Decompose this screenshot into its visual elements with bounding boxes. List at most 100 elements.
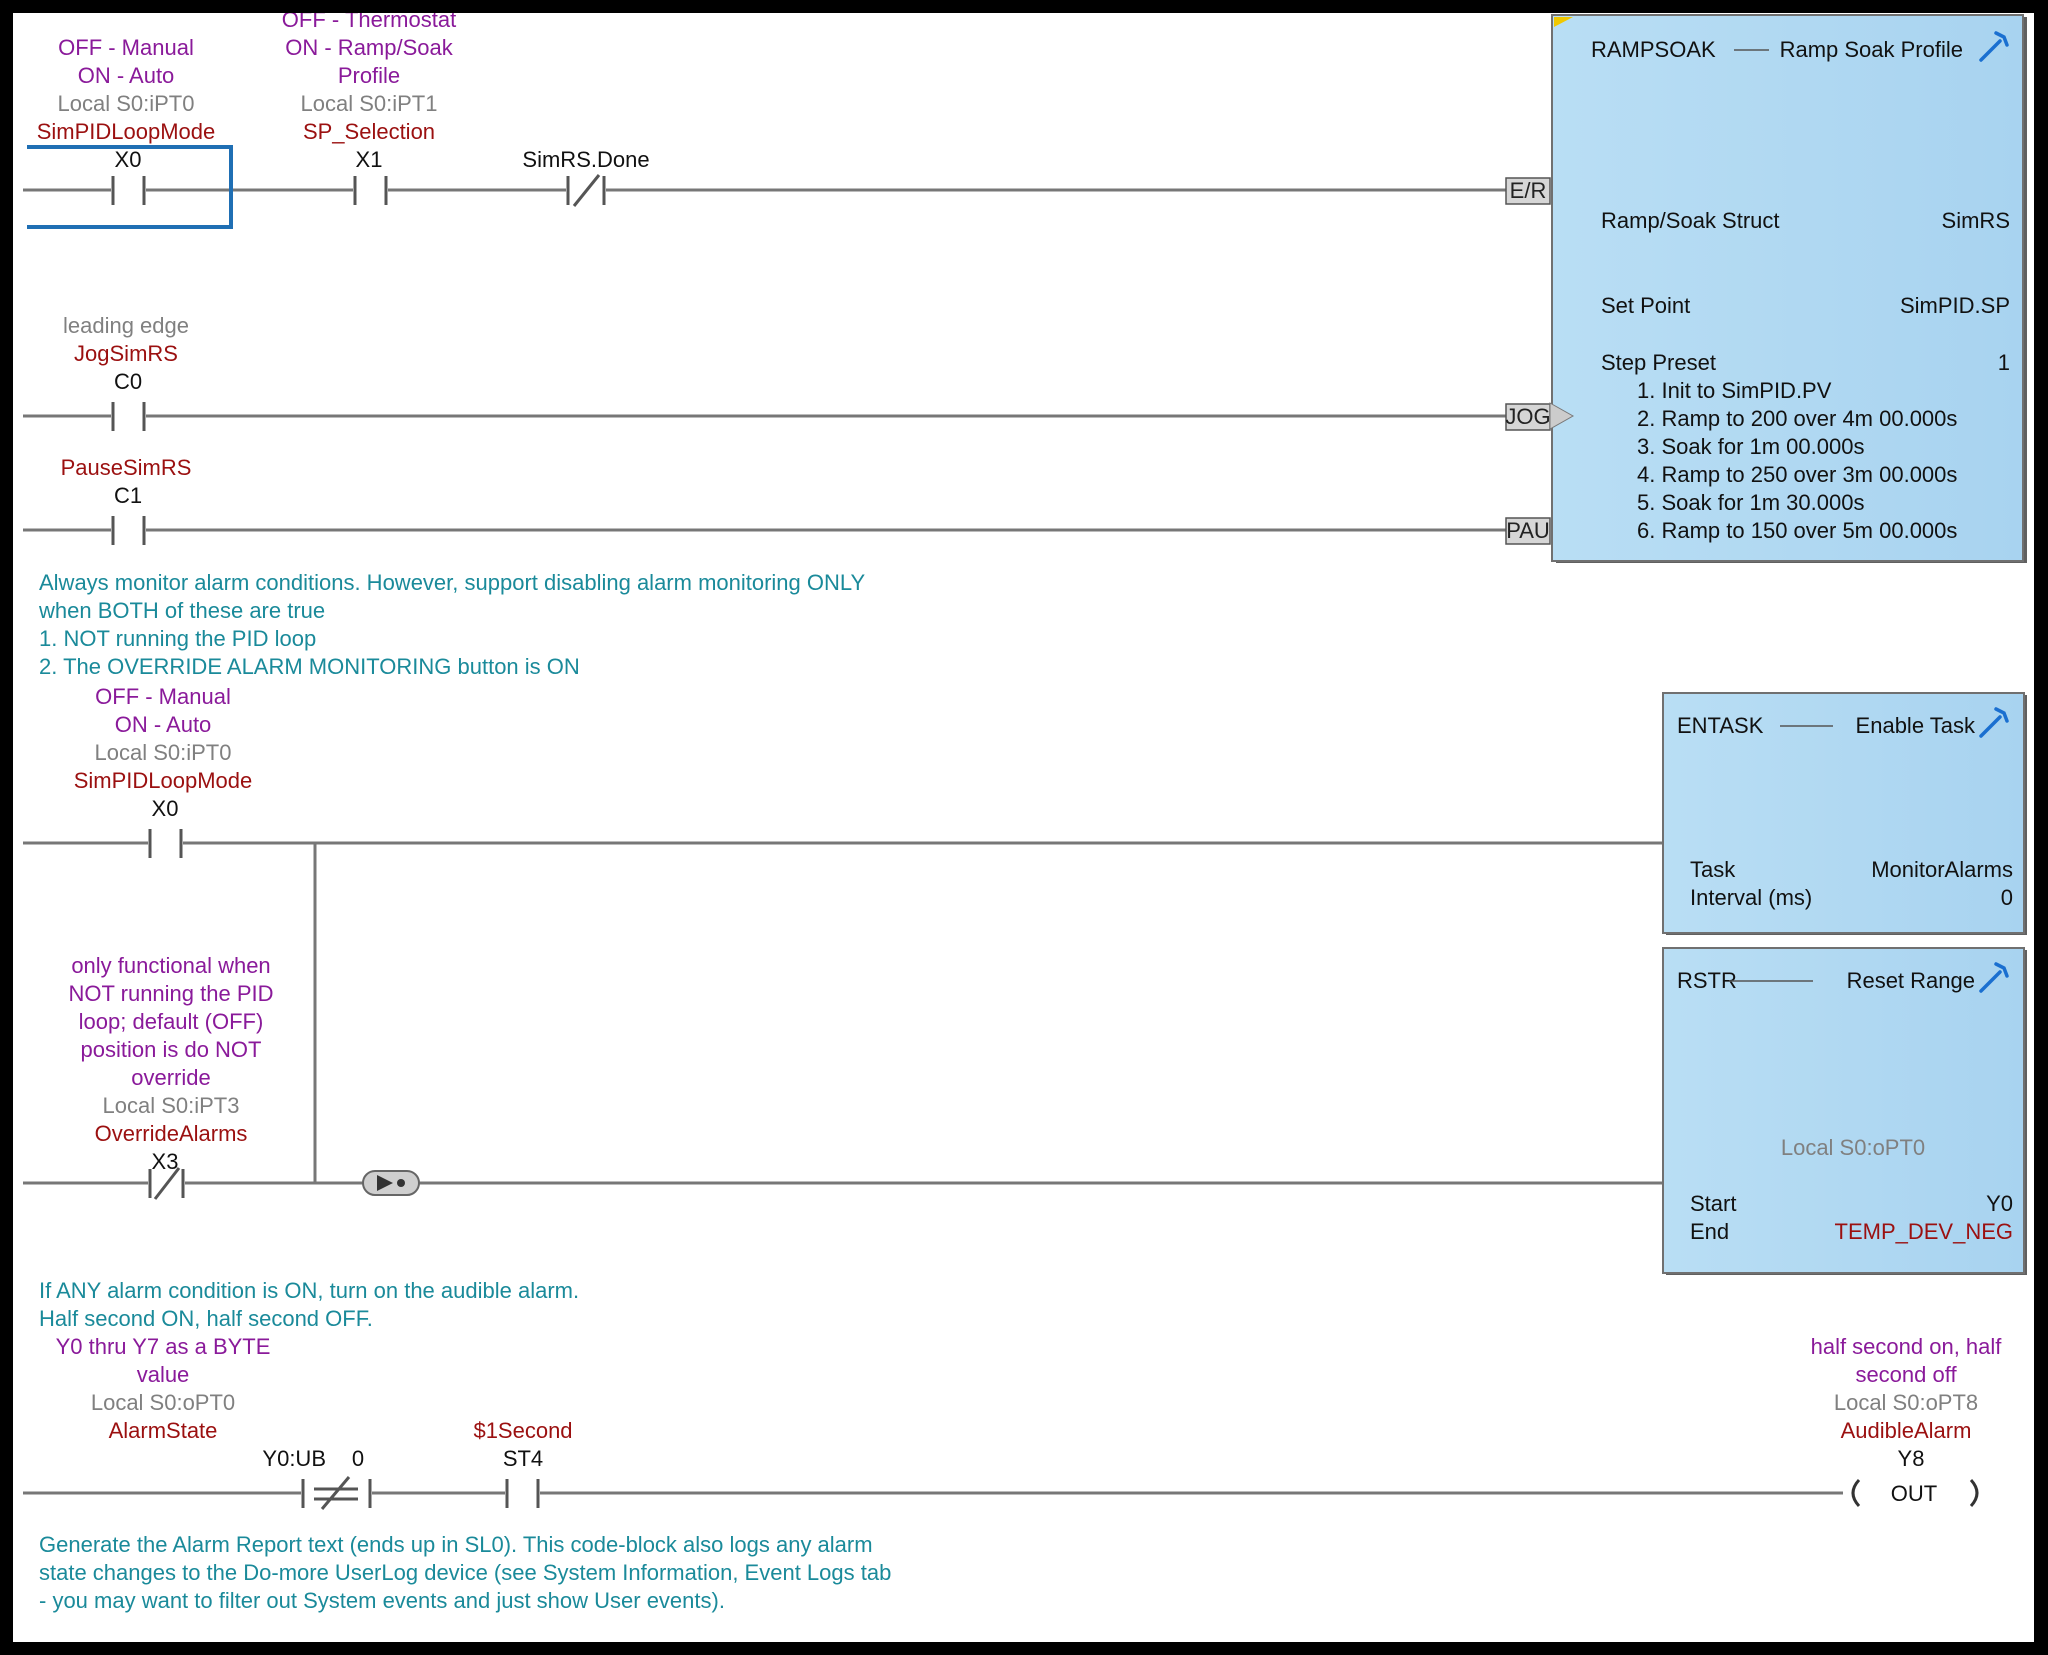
cmp-io: Local S0:oPT0 [91, 1390, 235, 1415]
start-label: Start [1690, 1191, 1736, 1216]
step-6: 6. Ramp to 150 over 5m 00.000s [1637, 518, 1957, 543]
svg-text:JOG: JOG [1505, 404, 1550, 429]
interval-label: Interval (ms) [1690, 885, 1812, 910]
x0-nickname: SimPIDLoopMode [37, 119, 216, 144]
x1-desc-1: OFF - Thermostat [282, 13, 456, 32]
cmp-left-operand: Y0:UB [262, 1446, 326, 1471]
x3-address: X3 [152, 1149, 179, 1174]
rung-2[interactable]: OFF - Manual ON - Auto Local S0:iPT0 Sim… [23, 684, 2027, 1275]
step-preset-value: 1 [1998, 350, 2010, 375]
rstr-title: Reset Range [1847, 968, 1975, 993]
jog-address: C0 [114, 369, 142, 394]
ladder-diagram: OFF - Manual ON - Auto Local S0:iPT0 Sim… [23, 13, 2027, 1613]
rampsoak-box[interactable]: RAMPSOAK Ramp Soak Profile Ramp/Soak Str… [1551, 14, 2027, 563]
set-point-label: Set Point [1601, 293, 1690, 318]
x0-contact[interactable] [111, 176, 146, 205]
task-label: Task [1690, 857, 1736, 882]
st4-contact[interactable] [505, 1479, 540, 1508]
x3-io: Local S0:iPT3 [103, 1093, 240, 1118]
interval-value: 0 [2001, 885, 2013, 910]
rstr-name: RSTR [1677, 968, 1737, 993]
svg-text:1. NOT running the PID loop: 1. NOT running the PID loop [39, 626, 316, 651]
x3-desc-5: override [131, 1065, 210, 1090]
simrs-done-address: SimRS.Done [522, 147, 649, 172]
comment-audible-alarm: If ANY alarm condition is ON, turn on th… [39, 1278, 579, 1331]
ramp-soak-struct-label: Ramp/Soak Struct [1601, 208, 1780, 233]
start-value: Y0 [1986, 1191, 2013, 1216]
svg-text:If ANY alarm condition is ON,: If ANY alarm condition is ON, turn on th… [39, 1278, 579, 1303]
x1-contact[interactable] [353, 176, 388, 205]
rstr-io: Local S0:oPT0 [1781, 1135, 1925, 1160]
r2-x0-io: Local S0:iPT0 [95, 740, 232, 765]
comment-alarm-report: Generate the Alarm Report text (ends up … [39, 1532, 891, 1613]
jog-input-tab: JOG [1505, 402, 1575, 431]
wrench-icon[interactable] [1979, 31, 2009, 62]
entask-box[interactable]: ENTASK Enable Task Task MonitorAlarms In… [1662, 692, 2027, 935]
coil-io: Local S0:oPT8 [1834, 1390, 1978, 1415]
x3-desc-4: position is do NOT [81, 1037, 262, 1062]
wrench-icon[interactable] [1979, 962, 2009, 993]
wrench-icon[interactable] [1979, 707, 2009, 738]
cmp-desc-2: value [137, 1362, 190, 1387]
rung-3[interactable]: Y0 thru Y7 as a BYTE value Local S0:oPT0… [23, 1334, 2003, 1510]
svg-text:PAU: PAU [1506, 518, 1550, 543]
step-3: 3. Soak for 1m 00.000s [1637, 434, 1864, 459]
x3-desc-1: only functional when [71, 953, 270, 978]
c0-contact[interactable] [111, 402, 146, 431]
x0-desc-2: ON - Auto [78, 63, 175, 88]
task-value: MonitorAlarms [1871, 857, 2013, 882]
selection-cursor [27, 145, 233, 229]
coil-address: Y8 [1898, 1446, 1925, 1471]
end-value: TEMP_DEV_NEG [1835, 1219, 2014, 1244]
svg-text:state changes to the Do-more U: state changes to the Do-more UserLog dev… [39, 1560, 891, 1585]
ladder-editor: OFF - Manual ON - Auto Local S0:iPT0 Sim… [13, 13, 2034, 1642]
r2-x0-nickname: SimPIDLoopMode [74, 768, 253, 793]
simrs-done-nc-contact[interactable] [566, 174, 606, 207]
c1-contact[interactable] [111, 516, 146, 545]
pause-address: C1 [114, 483, 142, 508]
x0-address: X0 [115, 147, 142, 172]
x1-desc-3: Profile [338, 63, 400, 88]
edge-trigger-icon [362, 1170, 420, 1196]
coil-type: OUT [1891, 1481, 1937, 1506]
x0-io: Local S0:iPT0 [58, 91, 195, 116]
svg-text:E/R: E/R [1510, 178, 1547, 203]
step-4: 4. Ramp to 250 over 3m 00.000s [1637, 462, 1957, 487]
entask-name: ENTASK [1677, 713, 1764, 738]
r2-x0-contact[interactable] [148, 829, 183, 858]
x1-address: X1 [356, 147, 383, 172]
ramp-soak-struct-value: SimRS [1942, 208, 2010, 233]
svg-text:when BOTH of these are true: when BOTH of these are true [38, 598, 325, 623]
step-preset-label: Step Preset [1601, 350, 1716, 375]
step-2: 2. Ramp to 200 over 4m 00.000s [1637, 406, 1957, 431]
end-label: End [1690, 1219, 1729, 1244]
x0-desc-1: OFF - Manual [58, 35, 194, 60]
coil-nickname: AudibleAlarm [1841, 1418, 1972, 1443]
svg-text:Half second ON, half second OF: Half second ON, half second OFF. [39, 1306, 373, 1331]
x1-nickname: SP_Selection [303, 119, 435, 144]
svg-text:2. The OVERRIDE ALARM MONITORI: 2. The OVERRIDE ALARM MONITORING button … [39, 654, 580, 679]
svg-text:- you may want to filter out S: - you may want to filter out System even… [39, 1588, 725, 1613]
x3-desc-2: NOT running the PID [68, 981, 273, 1006]
jog-desc: leading edge [63, 313, 189, 338]
jog-nickname: JogSimRS [74, 341, 178, 366]
rampsoak-name: RAMPSOAK [1591, 37, 1716, 62]
entask-title: Enable Task [1856, 713, 1976, 738]
y8-out-coil[interactable]: OUT [1851, 1478, 1979, 1508]
coil-desc-2: second off [1855, 1362, 1957, 1387]
x1-io: Local S0:iPT1 [301, 91, 438, 116]
x3-nc-contact[interactable] [148, 1167, 185, 1200]
x3-desc-3: loop; default (OFF) [79, 1009, 264, 1034]
x3-nickname: OverrideAlarms [95, 1121, 248, 1146]
comment-alarm-monitor: Always monitor alarm conditions. However… [38, 570, 865, 679]
cmp-desc-1: Y0 thru Y7 as a BYTE [56, 1334, 271, 1359]
rstr-box[interactable]: RSTR Reset Range Local S0:oPT0 Start Y0 … [1662, 947, 2027, 1275]
r2-x0-desc-2: ON - Auto [115, 712, 212, 737]
rung-1[interactable]: OFF - Manual ON - Auto Local S0:iPT0 Sim… [23, 13, 2027, 563]
svg-text:Generate the Alarm Report text: Generate the Alarm Report text (ends up … [39, 1532, 873, 1557]
rampsoak-title: Ramp Soak Profile [1780, 37, 1963, 62]
step-5: 5. Soak for 1m 30.000s [1637, 490, 1864, 515]
compare-not-equal-contact[interactable] [301, 1476, 372, 1510]
r2-x0-address: X0 [152, 796, 179, 821]
coil-desc-1: half second on, half [1811, 1334, 2003, 1359]
